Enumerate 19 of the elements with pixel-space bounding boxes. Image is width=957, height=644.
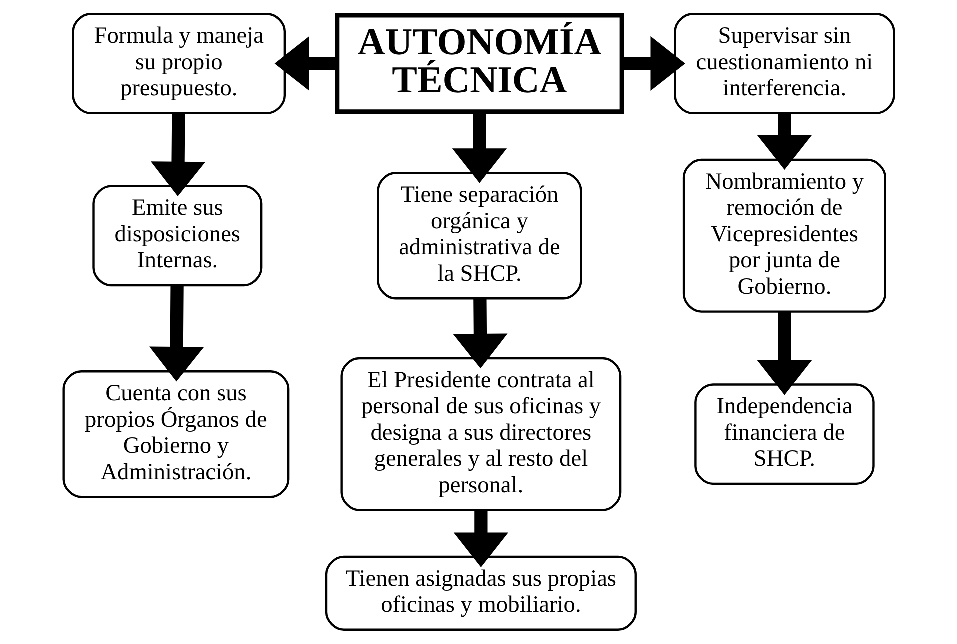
node-box: El Presidente contrata al personal de sus oficinas y designa a sus directores generales y al resto del personal. (340, 357, 622, 512)
node-box: Supervisar sin cuestionamiento ni interferencia. (674, 13, 895, 114)
arrow (452, 112, 507, 184)
node-box: Emite sus disposiciones Internas. (92, 185, 262, 287)
node-box: Independencia financiera de SHCP. (694, 384, 874, 486)
node-box: Nombramiento y remoción de Vicepresidentes por junta de Gobierno. (682, 158, 886, 313)
arrow (452, 298, 508, 369)
arrow (453, 510, 508, 568)
node-box: Tiene separación orgánica y administrativa de la SHCP. (376, 172, 582, 300)
arrow (756, 312, 812, 396)
arrow (274, 36, 337, 92)
arrow (149, 286, 204, 382)
arrow (756, 114, 812, 170)
node-box: Tienen asignadas sus propias oficinas y mobiliario. (324, 556, 636, 631)
node-box: Formula y maneja su propio presupuesto. (72, 13, 286, 114)
arrow (150, 114, 206, 197)
node-box: Cuenta con sus propios Órganos de Gobierno y Administración. (62, 370, 290, 498)
arrow (622, 36, 685, 92)
node-box: AUTONOMÍA TÉCNICA (334, 13, 624, 114)
